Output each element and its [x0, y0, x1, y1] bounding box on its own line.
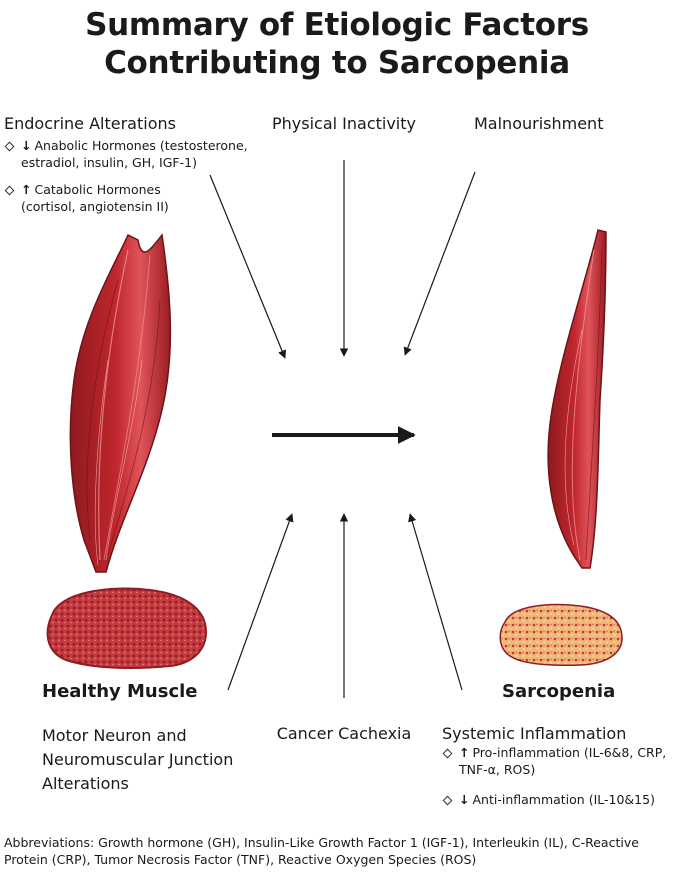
arrow-systemic-inflammation	[408, 513, 463, 691]
physical-inactivity-heading: Physical Inactivity	[271, 114, 416, 133]
healthy-cross-section	[46, 587, 208, 669]
title-line-1: Summary of Etiologic Factors	[85, 7, 589, 43]
up-arrow-icon: ↑	[21, 182, 32, 197]
down-arrow-icon: ↓	[459, 792, 470, 807]
page-title: Summary of Etiologic Factors Contributin…	[0, 6, 674, 82]
malnourishment-heading: Malnourishment	[474, 114, 604, 133]
healthy-muscle-illustration	[69, 233, 172, 573]
sarcopenia-muscle-illustration	[547, 229, 607, 569]
systemic-inflammation-heading: Systemic Inflammation	[442, 724, 627, 743]
down-arrow-icon: ↓	[21, 138, 32, 153]
motor-neuron-heading: Motor Neuron and Neuromuscular Junction …	[42, 726, 234, 793]
endocrine-bullet-catabolic: ↑Catabolic Hormones (cortisol, angiotens…	[4, 181, 294, 215]
inflammation-bullet-pro: ↑Pro-inflammation (IL-6&8, CRP, TNF-α, R…	[442, 744, 672, 778]
endocrine-bullet-anabolic: ↓Anabolic Hormones (testosterone, estrad…	[4, 137, 294, 171]
up-arrow-icon: ↑	[459, 745, 470, 760]
arrow-motor-neuron	[227, 513, 294, 691]
sarcopenia-muscle-body	[547, 229, 607, 569]
title-line-2: Contributing to Sarcopenia	[104, 45, 570, 81]
diamond-bullet-icon	[4, 141, 15, 152]
diamond-bullet-icon	[442, 748, 453, 759]
diamond-bullet-icon	[4, 185, 15, 196]
cancer-cachexia-heading: Cancer Cachexia	[276, 724, 412, 743]
abbreviations-footnote: Abbreviations: Growth hormone (GH), Insu…	[4, 835, 639, 867]
sarcopenia-cross-section	[499, 603, 623, 666]
arrow-malnourishment	[403, 171, 476, 356]
healthy-muscle-body	[69, 233, 172, 573]
sarcopenia-label: Sarcopenia	[502, 681, 616, 702]
diamond-bullet-icon	[442, 795, 453, 806]
healthy-muscle-label: Healthy Muscle	[42, 681, 198, 702]
endocrine-heading: Endocrine Alterations	[4, 114, 176, 133]
inflammation-bullet-anti: ↓Anti-inflammation (IL-10&15)	[442, 791, 672, 808]
arrow-endocrine	[209, 174, 287, 359]
